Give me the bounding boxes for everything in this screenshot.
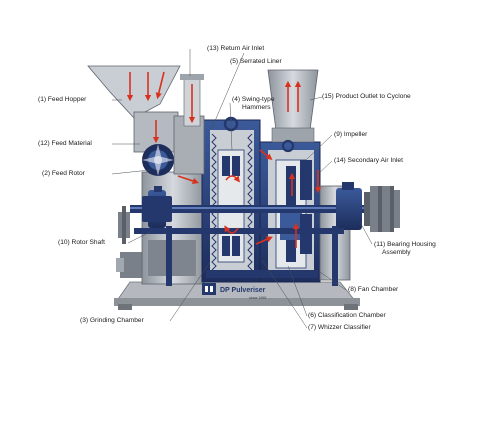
label-swing-hammers-1: (4) Swing-type [232, 96, 275, 103]
material-flow-arrows [126, 71, 322, 248]
feed-rotor [142, 144, 174, 176]
leader-lines [111, 49, 373, 329]
logo-tagline: since 1955 [249, 296, 266, 300]
label-whizzer-classifier: (7) Whizzer Classifier [308, 324, 371, 331]
support-frame [134, 226, 344, 286]
label-feed-rotor: (2) Feed Rotor [42, 170, 85, 177]
label-swing-hammers-2: Hammers [242, 104, 271, 111]
label-feed-material: (12) Feed Material [38, 140, 92, 147]
label-impeller: (9) Impeller [334, 131, 368, 138]
label-secondary-air-inlet: (14) Secondary Air Inlet [334, 157, 403, 164]
serrated-liner [211, 133, 253, 271]
product-outlet [267, 69, 319, 143]
label-product-outlet: (15) Product Outlet to Cyclone [322, 93, 411, 100]
label-grinding-chamber: (3) Grinding Chamber [80, 317, 144, 324]
label-fan-chamber: (8) Fan Chamber [348, 286, 399, 293]
label-return-air-inlet: (13) Return Air Inlet [207, 45, 265, 52]
label-serrated-liner: (5) Serrated Liner [230, 58, 282, 65]
label-rotor-shaft: (10) Rotor Shaft [58, 239, 105, 246]
label-classification-chamber: (6) Classification Chamber [308, 312, 386, 319]
brand-logo: DP Pulveriser since 1955 [202, 283, 266, 300]
label-bearing-housing-2: Assembly [382, 249, 411, 256]
label-bearing-housing-1: (11) Bearing Housing [374, 241, 436, 248]
logo-text: DP Pulveriser [220, 287, 266, 294]
left-bearing-housing [142, 186, 172, 228]
right-bearing-housing [336, 182, 400, 232]
rotor-shaft [130, 205, 392, 213]
left-pulley [116, 206, 142, 278]
label-feed-hopper: (1) Feed Hopper [38, 96, 87, 103]
